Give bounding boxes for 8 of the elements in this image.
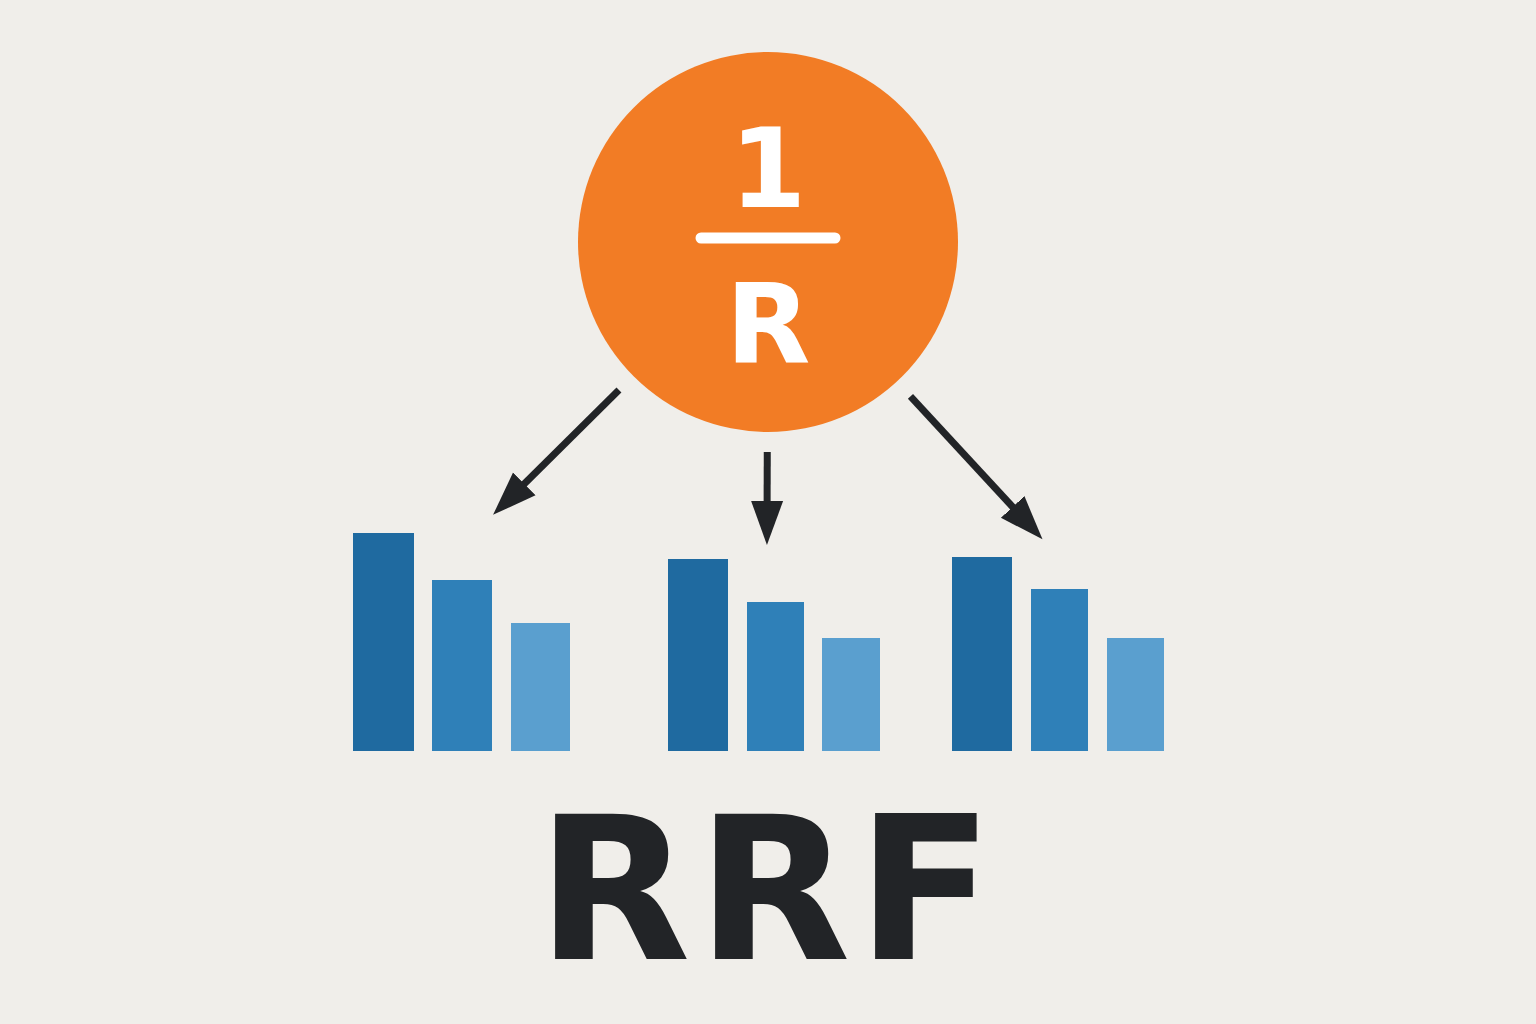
numerator: 1	[728, 114, 808, 224]
bar-chart-drawing	[353, 533, 570, 751]
denominator: R	[724, 270, 812, 380]
bar-chart-drawing	[668, 559, 880, 751]
acronym-label: RRF	[535, 790, 1001, 990]
arrow	[907, 393, 1043, 540]
arrow	[493, 387, 622, 515]
bar-chart-drawing	[952, 557, 1164, 751]
